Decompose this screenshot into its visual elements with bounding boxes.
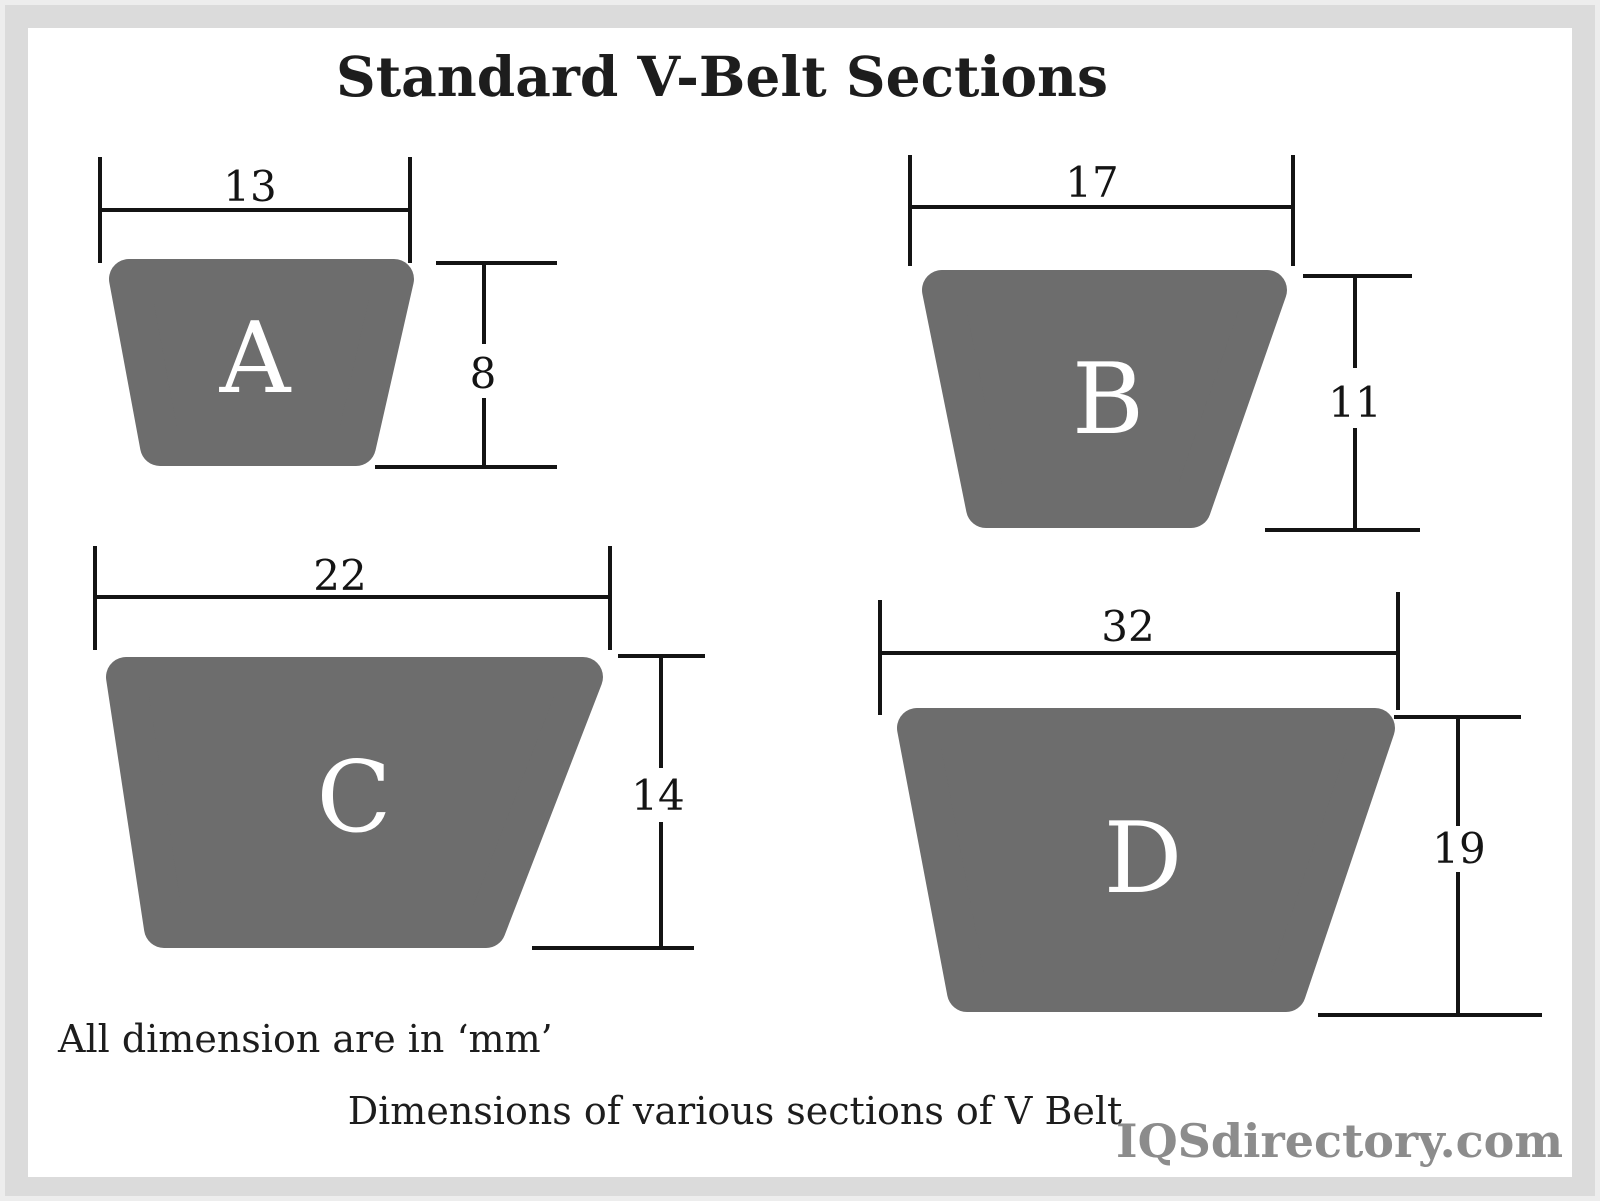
section-letter-d: D <box>1104 802 1183 916</box>
height-value-d: 19 <box>1432 824 1485 873</box>
width-dimension-b: 17 <box>908 155 1295 266</box>
height-dimension-c: 14 <box>532 654 705 950</box>
belt-section-a: 13 A 8 <box>98 157 557 469</box>
height-dimension-a: 8 <box>375 261 557 469</box>
belt-shape-d <box>897 708 1395 1012</box>
section-letter-c: C <box>317 741 392 855</box>
height-value-c: 14 <box>631 771 684 820</box>
width-dimension-a: 13 <box>98 157 412 263</box>
belt-section-d: 32 D 19 <box>878 592 1542 1017</box>
units-note: All dimension are in ‘mm’ <box>57 1017 553 1061</box>
width-dimension-d: 32 <box>878 592 1400 715</box>
width-value-a: 13 <box>223 162 276 211</box>
height-dimension-d: 19 <box>1318 715 1542 1017</box>
belt-shape-c <box>106 657 603 948</box>
belt-shape-b <box>922 270 1287 528</box>
width-dimension-c: 22 <box>93 546 612 650</box>
width-value-c: 22 <box>313 551 366 600</box>
width-value-d: 32 <box>1101 602 1154 651</box>
belt-shape-a <box>109 259 414 466</box>
page-title: Standard V-Belt Sections <box>336 44 1108 109</box>
belt-section-b: 17 B 11 <box>908 155 1420 532</box>
section-letter-b: B <box>1072 343 1144 457</box>
section-letter-a: A <box>219 302 292 416</box>
width-value-b: 17 <box>1065 158 1118 207</box>
watermark-text: IQSdirectory.com <box>1116 1114 1563 1168</box>
height-dimension-b: 11 <box>1265 274 1420 532</box>
height-value-a: 8 <box>470 349 497 398</box>
belt-section-c: 22 C 14 <box>93 546 705 950</box>
diagram-canvas <box>28 28 1572 1177</box>
height-value-b: 11 <box>1328 378 1381 427</box>
figure-caption: Dimensions of various sections of V Belt <box>348 1089 1123 1133</box>
